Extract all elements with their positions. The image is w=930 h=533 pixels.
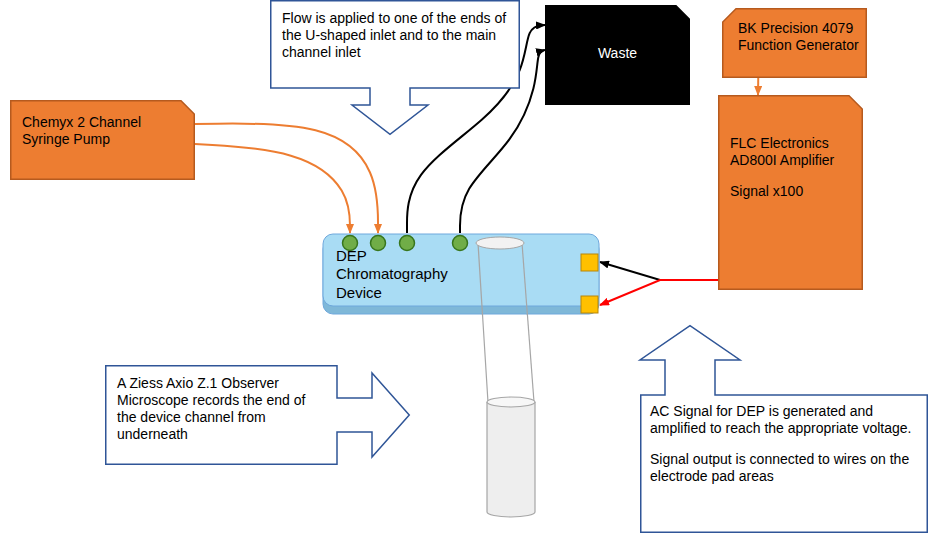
callout-note: A Ziess Axio Z.1 Observer Microscope rec… [105,365,410,465]
node-text: FLC Electronics AD800I Amplifier [730,135,853,169]
fluid-port [400,236,415,251]
node-text: Signal output is connected to wires on t… [650,451,918,485]
text-area: FLC Electronics AD800I AmplifierSignal x… [718,95,863,208]
text-area: AC Signal for DEP is generated and ampli… [640,395,928,493]
amplifier-box: FLC Electronics AD800I AmplifierSignal x… [718,95,863,290]
device-top [323,234,599,306]
device-chip: DEP Chromatography Device [322,233,600,315]
text-area: A Ziess Axio Z.1 Observer Microscope rec… [105,365,337,451]
connector-arrow [600,280,718,305]
connector-arrow [195,123,378,233]
box-border [719,96,863,290]
node-text: Chemyx 2 Channel Syringe Pump [22,114,185,148]
fluid-port [453,236,468,251]
waste-box: Waste [545,5,690,105]
pump-box: Chemyx 2 Channel Syringe Pump [10,100,195,180]
text-area: DEP Chromatography Device [322,233,482,308]
electrode-pad [581,254,598,271]
node-text: DEP Chromatography Device [336,247,474,302]
box-border [271,1,520,135]
box-border [640,326,927,533]
light-cone-line [478,243,483,315]
callout-note: AC Signal for DEP is generated and ampli… [640,325,928,533]
objective-tube [487,402,535,517]
light-cone-line [522,243,527,315]
connector-arrow [757,78,759,95]
text-area: Chemyx 2 Channel Syringe Pump [10,100,195,156]
text-area: BK Precision 4079 Function Generator [722,8,867,62]
objective-lens [476,237,524,249]
fluid-port [371,236,386,251]
electrode-pad [581,296,598,313]
generator-box: BK Precision 4079 Function Generator [722,8,867,78]
box-border [723,9,867,78]
text-area: Flow is applied to one of the ends of th… [270,0,520,69]
node-text: Flow is applied to one of the ends of th… [282,10,510,61]
callout-note: Flow is applied to one of the ends of th… [270,0,520,135]
node-text: Signal x100 [730,183,853,200]
node-text: AC Signal for DEP is generated and ampli… [650,403,918,437]
connector-arrow [195,144,350,233]
objective-top [487,397,535,407]
node-text: A Ziess Axio Z.1 Observer Microscope rec… [117,375,327,443]
box-border [11,101,195,180]
box-border [106,366,410,465]
connector-arrow [600,262,718,280]
text-area: Waste [545,5,690,70]
node-text: Waste [555,45,680,62]
node-text: BK Precision 4079 Function Generator [738,20,859,54]
box-border [546,6,690,105]
